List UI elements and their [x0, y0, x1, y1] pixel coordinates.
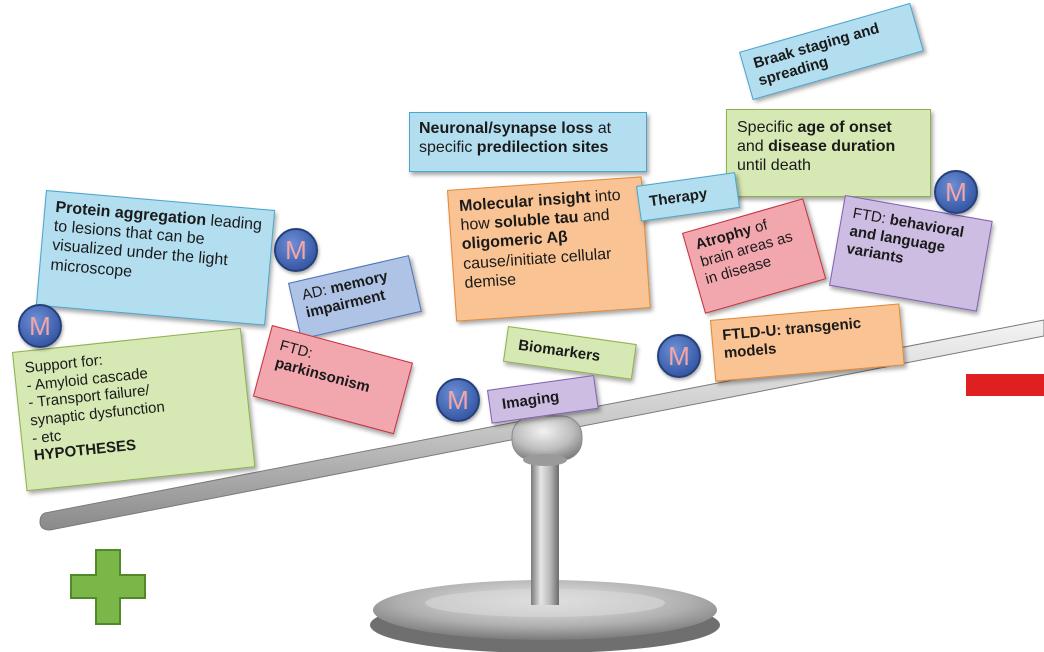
m-badge-icon: M — [436, 378, 480, 422]
label-neuronal-loss: Neuronal/synapse loss at specific predil… — [409, 112, 647, 172]
m-badge-icon: M — [934, 170, 978, 214]
plus-icon — [70, 549, 146, 625]
seesaw-base — [370, 580, 720, 652]
seesaw-pivot — [511, 415, 583, 466]
label-support-hypotheses: Support for: - Amyloid cascade - Transpo… — [12, 327, 256, 492]
m-badge-icon: M — [274, 228, 318, 272]
label-protein-aggregation: Protein aggregation leading to lesions t… — [35, 190, 276, 326]
minus-icon — [966, 374, 1044, 396]
m-badge-icon: M — [18, 304, 62, 348]
label-age-of-onset: Specific age of onset and disease durati… — [726, 109, 931, 197]
m-badge-icon: M — [657, 334, 701, 378]
seesaw-post — [531, 455, 559, 605]
label-molecular-insight: Molecular insight into how soluble tau a… — [447, 176, 651, 322]
